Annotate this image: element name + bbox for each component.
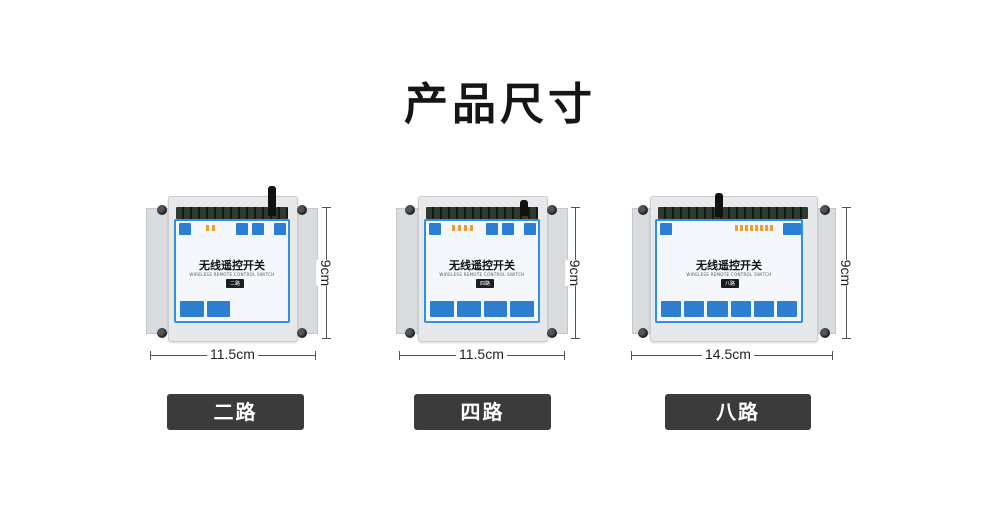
- channel-badge: 八路: [721, 279, 740, 288]
- pair-button-icon: [660, 223, 672, 235]
- relay-icon: [430, 301, 454, 317]
- led-icon: [760, 225, 763, 231]
- relay-icon: [661, 301, 682, 317]
- relay-row: [430, 301, 534, 317]
- panel-indicator-row: [176, 221, 288, 237]
- led-icon: [458, 225, 461, 231]
- key-button-icon: [236, 223, 248, 235]
- key-button-icon: [783, 223, 801, 235]
- relay-icon: [684, 301, 705, 317]
- antenna-icon: [268, 186, 276, 216]
- front-panel: 无线遥控开关 WIRELESS REMOTE CONTROL SWITCH 四路: [424, 219, 540, 323]
- screw-icon: [405, 205, 415, 215]
- panel-indicator-row: [426, 221, 538, 237]
- pair-button-icon: [429, 223, 441, 235]
- height-label: 9cm: [565, 259, 586, 287]
- relay-icon: [730, 301, 751, 317]
- led-icon: [750, 225, 753, 231]
- variant-button-two-channel[interactable]: 二路: [167, 394, 304, 430]
- relay-row: [661, 301, 798, 317]
- channel-badge: 二路: [226, 279, 245, 288]
- antenna-button-icon: [274, 223, 286, 235]
- terminal-strip: [426, 207, 538, 219]
- channel-badge: 四路: [476, 279, 495, 288]
- antenna-button-icon: [524, 223, 536, 235]
- width-label: 11.5cm: [207, 346, 258, 362]
- relay-icon: [707, 301, 728, 317]
- front-panel: 无线遥控开关 WIRELESS REMOTE CONTROL SWITCH 二路: [174, 219, 290, 323]
- panel-title: 无线遥控开关: [696, 259, 762, 272]
- width-label: 11.5cm: [456, 346, 507, 362]
- led-icon: [212, 225, 215, 231]
- relay-icon: [776, 301, 798, 317]
- led-icon: [735, 225, 738, 231]
- relay-icon: [206, 301, 230, 317]
- screw-icon: [297, 205, 307, 215]
- key-button-icon: [252, 223, 264, 235]
- screw-icon: [547, 205, 557, 215]
- screw-icon: [157, 328, 167, 338]
- led-icon: [206, 225, 209, 231]
- screw-icon: [638, 328, 648, 338]
- page-title: 产品尺寸: [404, 79, 596, 130]
- pair-button-icon: [179, 223, 191, 235]
- width-label: 14.5cm: [702, 346, 754, 362]
- height-label: 9cm: [836, 259, 857, 287]
- screw-icon: [405, 328, 415, 338]
- led-icon: [765, 225, 768, 231]
- led-icon: [740, 225, 743, 231]
- panel-subtitle: WIRELESS REMOTE CONTROL SWITCH: [439, 272, 525, 277]
- led-icon: [452, 225, 455, 231]
- variant-button-four-channel[interactable]: 四路: [414, 394, 551, 430]
- led-icon: [470, 225, 473, 231]
- led-icon: [464, 225, 467, 231]
- antenna-icon: [520, 200, 528, 216]
- antenna-icon: [715, 193, 723, 217]
- height-label: 9cm: [316, 259, 337, 287]
- relay-icon: [456, 301, 481, 317]
- panel-subtitle: WIRELESS REMOTE CONTROL SWITCH: [686, 272, 772, 277]
- relay-row: [180, 301, 230, 317]
- screw-icon: [820, 205, 830, 215]
- terminal-strip: [176, 207, 288, 219]
- relay-icon: [180, 301, 204, 317]
- panel-title: 无线遥控开关: [199, 259, 265, 272]
- front-panel: 无线遥控开关 WIRELESS REMOTE CONTROL SWITCH 八路: [655, 219, 803, 323]
- key-button-icon: [502, 223, 514, 235]
- relay-icon: [483, 301, 508, 317]
- led-icon: [755, 225, 758, 231]
- panel-subtitle: WIRELESS REMOTE CONTROL SWITCH: [189, 272, 275, 277]
- relay-icon: [510, 301, 534, 317]
- screw-icon: [297, 328, 307, 338]
- screw-icon: [547, 328, 557, 338]
- relay-icon: [753, 301, 774, 317]
- led-icon: [770, 225, 773, 231]
- terminal-strip: [658, 207, 808, 219]
- screw-icon: [638, 205, 648, 215]
- variant-button-eight-channel[interactable]: 八路: [665, 394, 811, 430]
- led-icon: [745, 225, 748, 231]
- panel-title: 无线遥控开关: [449, 259, 515, 272]
- screw-icon: [820, 328, 830, 338]
- panel-indicator-row: [657, 221, 801, 237]
- screw-icon: [157, 205, 167, 215]
- key-button-icon: [486, 223, 498, 235]
